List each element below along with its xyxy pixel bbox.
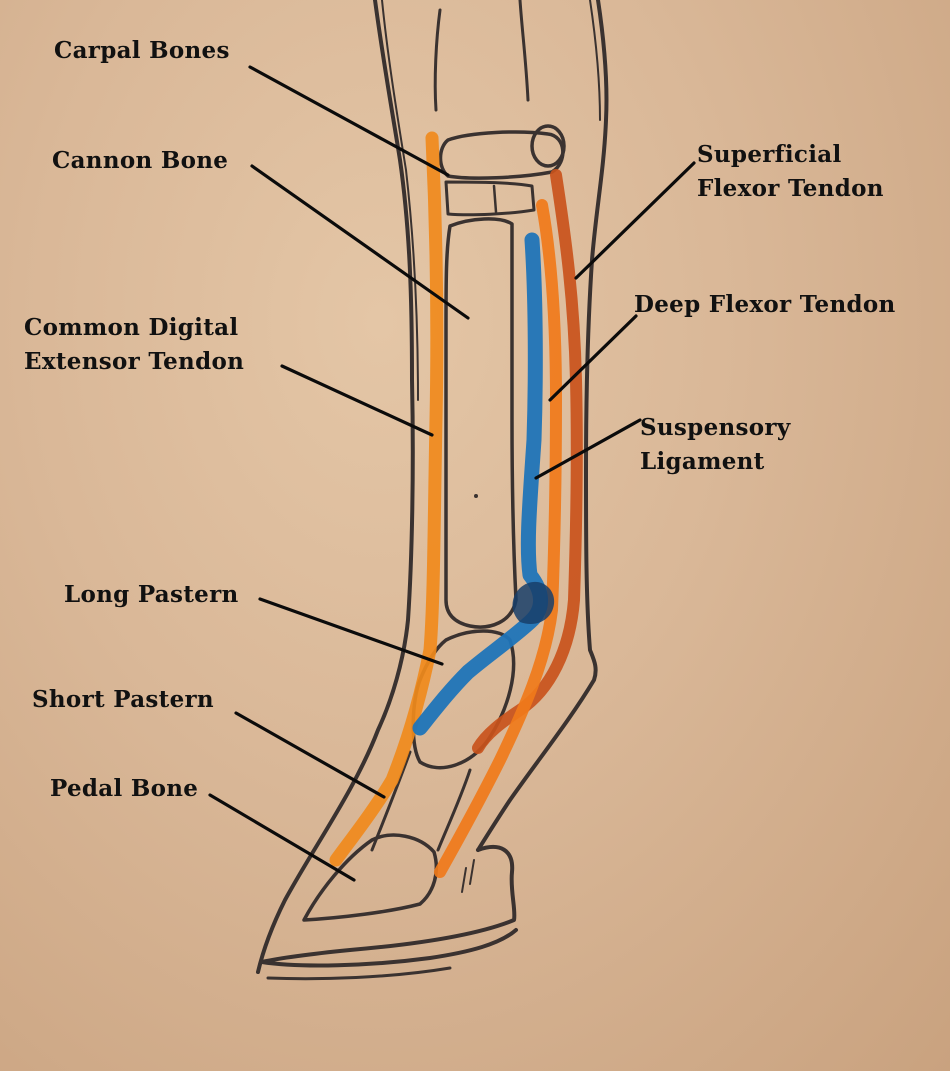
superficial-flexor-label: Superficial Flexor Tendon	[697, 138, 884, 206]
common-digital-extensor-text-2: Extensor Tendon	[24, 348, 245, 375]
leg-outline	[256, 0, 609, 974]
pedal-bone-label: Pedal Bone	[50, 772, 198, 806]
deep-flexor-text: Deep Flexor Tendon	[634, 291, 896, 318]
carpal-bones-label: Carpal Bones	[54, 34, 230, 68]
tendons	[329, 131, 583, 878]
suspensory-ligament-stroke	[412, 232, 548, 736]
suspensory-ligament-leader	[534, 418, 642, 480]
carpal-bones-text: Carpal Bones	[54, 37, 230, 64]
cannon-bone-text: Cannon Bone	[52, 147, 229, 174]
common-digital-extensor-label: Common Digital Extensor Tendon	[24, 311, 244, 379]
pedal-bone-text: Pedal Bone	[50, 775, 199, 802]
cannon-bone-label: Cannon Bone	[52, 144, 228, 178]
short-pastern-label: Short Pastern	[32, 683, 214, 717]
superficial-flexor-text-1: Superficial	[697, 141, 842, 168]
carpal-bones-leader	[248, 65, 450, 177]
cannon-bone-drawing	[444, 217, 518, 629]
superficial-flexor-text-2: Flexor Tendon	[697, 175, 884, 202]
long-pastern-text: Long Pastern	[64, 581, 239, 608]
common-digital-extensor-tendon-stroke	[329, 131, 444, 867]
long-pastern-leader	[258, 597, 444, 666]
long-pastern-label: Long Pastern	[64, 578, 239, 612]
short-pastern-text: Short Pastern	[32, 686, 214, 713]
hoof-drawing	[260, 833, 518, 981]
cannon-bone-leader	[250, 164, 470, 320]
short-pastern-leader	[234, 711, 386, 799]
suspensory-ligament-label: Suspensory Ligament	[640, 411, 791, 479]
suspensory-ligament-text-2: Ligament	[640, 448, 765, 475]
common-digital-extensor-text-1: Common Digital	[24, 314, 239, 341]
superficial-flexor-leader	[574, 161, 696, 280]
deep-flexor-label: Deep Flexor Tendon	[634, 288, 896, 322]
leader-lines	[208, 65, 696, 882]
common-digital-extensor-leader	[280, 364, 434, 437]
deep-flexor-leader	[548, 314, 638, 402]
pedal-bone-leader	[208, 793, 356, 882]
suspensory-ligament-text-1: Suspensory	[640, 414, 791, 441]
